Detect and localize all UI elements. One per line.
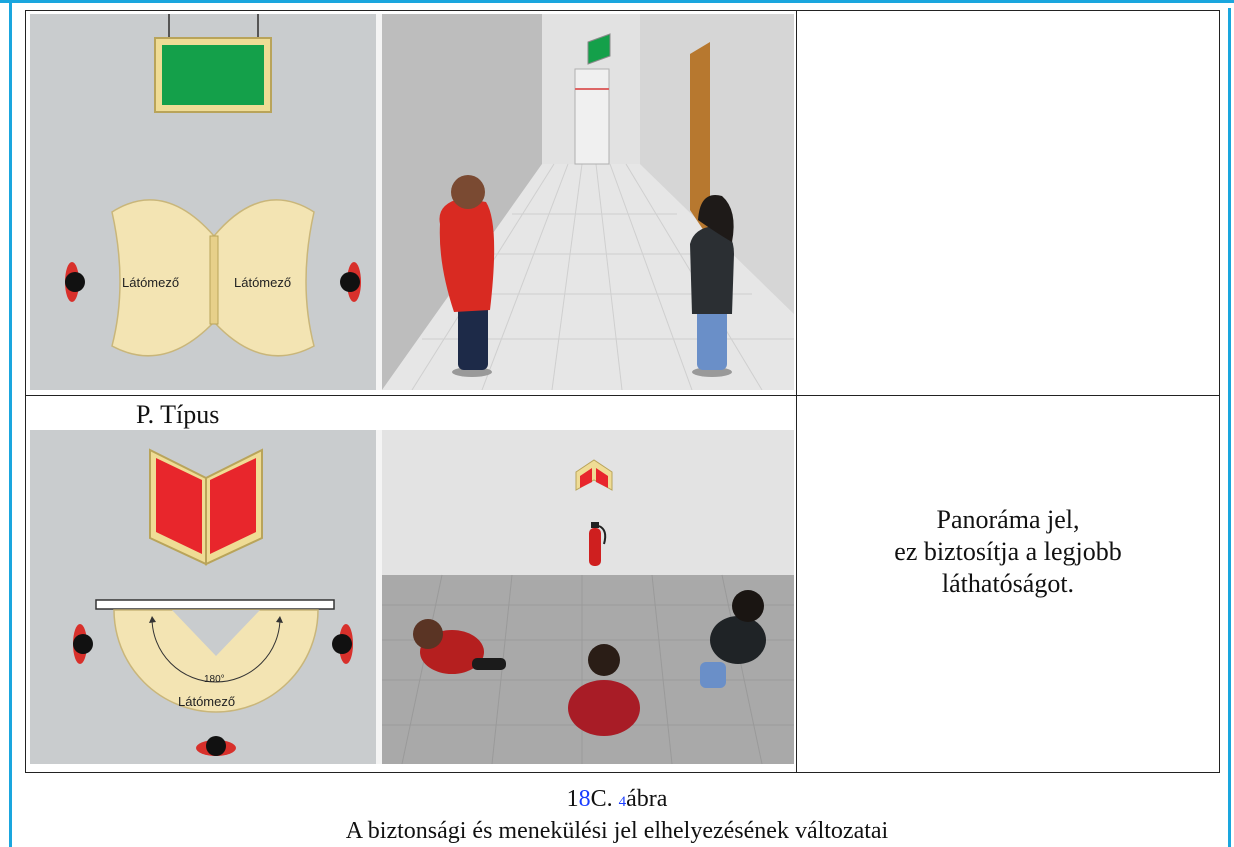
room-scene (382, 430, 794, 764)
plan-svg (65, 14, 361, 357)
frame-right-border (1228, 8, 1231, 847)
image-cell-wall-sign: Látómező Látómező (25, 10, 797, 396)
illustration-panorama-sign: 180° Látómező (30, 430, 794, 764)
illustration-wall-sign: Látómező Látómező (30, 14, 794, 390)
frame-left-border (9, 0, 12, 847)
room-svg (382, 430, 794, 764)
type-label: P. Típus (136, 400, 220, 429)
panorama-description: Panoráma jel, ez biztosítja a legjobb lá… (797, 396, 1219, 600)
plan-svg (73, 448, 353, 756)
figure-table: Látómező Látómező (25, 10, 1220, 773)
fov-right (213, 199, 315, 357)
description-line: ez biztosítja a legjobb (894, 537, 1122, 566)
figure-caption: A biztonsági és menekülési jel elhelyezé… (345, 818, 889, 844)
description-cell-empty (796, 10, 1220, 396)
figure-number: 18C. 4ábra (566, 786, 668, 812)
fov-semicircle (113, 609, 319, 713)
description-line: láthatóságot. (941, 569, 1075, 598)
description-line: Panoráma jel, (936, 505, 1080, 534)
row1-description (797, 11, 1219, 119)
description-cell: Panoráma jel, ez biztosítja a legjobb lá… (796, 395, 1220, 773)
image-cell-panorama-sign: P. Típus (25, 395, 797, 773)
corridor-svg (382, 14, 794, 390)
table-row: P. Típus (25, 395, 1220, 773)
frame-top-border (0, 0, 1234, 3)
plan-view-diagram: Látómező Látómező (30, 14, 376, 390)
table-row: Látómező Látómező (25, 10, 1220, 396)
plan-view-diagram: 180° Látómező (30, 430, 376, 764)
corridor-scene (382, 14, 794, 390)
fov-left (111, 199, 215, 357)
